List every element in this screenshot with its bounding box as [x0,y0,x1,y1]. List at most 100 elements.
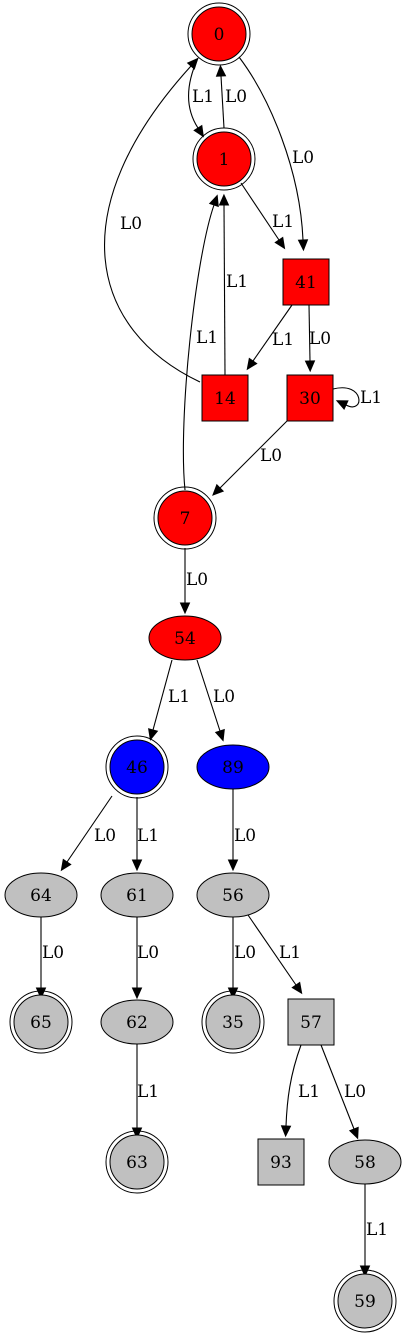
edge-56-to-57: L1 [247,914,303,995]
node-41: 41 [282,258,330,306]
arrowhead [227,987,239,1000]
arrowhead [212,483,225,496]
edge-label: L0 [42,943,64,963]
arrowhead [280,1125,292,1138]
edge-label: L1 [272,330,294,350]
node-outer-ring [187,2,251,66]
edge-label: L1 [196,328,218,348]
node-outer-ring [192,127,256,191]
edge-41-to-14: L1 [246,304,294,371]
node-57: 57 [287,998,335,1046]
edge-54-to-46: L1 [148,659,190,741]
node-label: 1 [219,150,230,170]
node-label: 59 [354,1292,376,1312]
edge-label: L0 [94,826,116,846]
edge-line [182,204,215,491]
node-ellipse [100,999,174,1045]
edge-label: L0 [260,446,282,466]
arrowhead [179,602,191,615]
node-circle [109,739,165,795]
node-ellipse [4,872,78,918]
arrowhead [348,1126,359,1140]
edge-line [247,914,297,986]
node-circle [13,994,69,1050]
node-circle [205,994,261,1050]
edge-label: L1 [360,388,382,408]
node-54: 54 [148,615,222,661]
node-label: 58 [354,1153,376,1173]
arrowhead [274,236,286,250]
edge-label: L0 [213,687,235,707]
arrowhead [218,193,230,206]
edge-0-to-41: L0 [238,56,314,252]
node-label: 61 [126,886,148,906]
node-62: 62 [100,999,174,1045]
arrowhead [246,357,258,371]
node-label: 89 [222,758,244,778]
edge-1-to-0: L0 [215,64,247,129]
node-outer-ring [153,486,217,550]
node-0: 0 [187,2,251,66]
node-14: 14 [201,374,249,422]
node-label: 93 [270,1153,292,1173]
node-7: 7 [153,486,217,550]
arrowhead [227,859,239,872]
node-61: 61 [100,872,174,918]
node-label: 30 [299,389,321,409]
arrowhead [291,981,303,995]
node-label: 0 [214,25,225,45]
edge-61-to-62: L0 [131,917,159,1000]
edge-7-to-1: L1 [182,194,219,491]
arrowhead [304,360,316,373]
node-58: 58 [328,1139,402,1185]
node-35: 35 [201,990,265,1054]
edge-line [196,659,221,732]
node-93: 93 [257,1138,305,1186]
edge-line [252,304,293,362]
edge-54-to-89: L0 [196,659,235,742]
edge-46-to-61: L1 [131,797,159,872]
node-63: 63 [105,1130,169,1194]
edge-label: L1 [272,212,294,232]
node-label: 65 [30,1013,52,1033]
edge-57-to-93: L1 [280,1044,320,1138]
edge-41-to-30: L0 [304,304,331,373]
arrowhead [193,124,204,138]
edge-line [285,1044,302,1127]
node-89: 89 [196,744,270,790]
node-circle [157,490,213,546]
edge-label: L0 [344,1082,366,1102]
edge-label: L1 [137,826,159,846]
node-outer-ring [105,1130,169,1194]
arrowhead [335,400,349,410]
node-label: 7 [180,509,191,529]
node-label: 62 [126,1013,148,1033]
edge-62-to-63: L1 [131,1044,159,1140]
node-label: 46 [126,758,148,778]
edge-58-to-59: L1 [359,1184,388,1278]
edge-line [240,182,280,241]
arrowhead [60,858,72,872]
edge-label: L0 [120,214,142,234]
node-outer-ring [105,735,169,799]
edge-7-to-54: L0 [179,548,208,615]
arrowhead [131,1127,143,1140]
node-65: 65 [9,990,73,1054]
node-box [257,1138,305,1186]
node-59: 59 [333,1269,397,1333]
edge-57-to-58: L0 [320,1044,366,1140]
edge-line [219,420,288,489]
node-circle [337,1273,393,1329]
edge-label: L0 [225,87,247,107]
edge-line [66,795,113,863]
edge-label: L1 [192,87,214,107]
edge-line [320,1044,355,1130]
edge-label: L0 [309,329,331,349]
edge-1-to-41: L1 [240,182,294,250]
arrowhead [359,1265,371,1278]
node-ellipse [196,872,270,918]
arrowhead [131,859,143,872]
node-label: 35 [222,1013,244,1033]
edge-label: L0 [186,570,208,590]
